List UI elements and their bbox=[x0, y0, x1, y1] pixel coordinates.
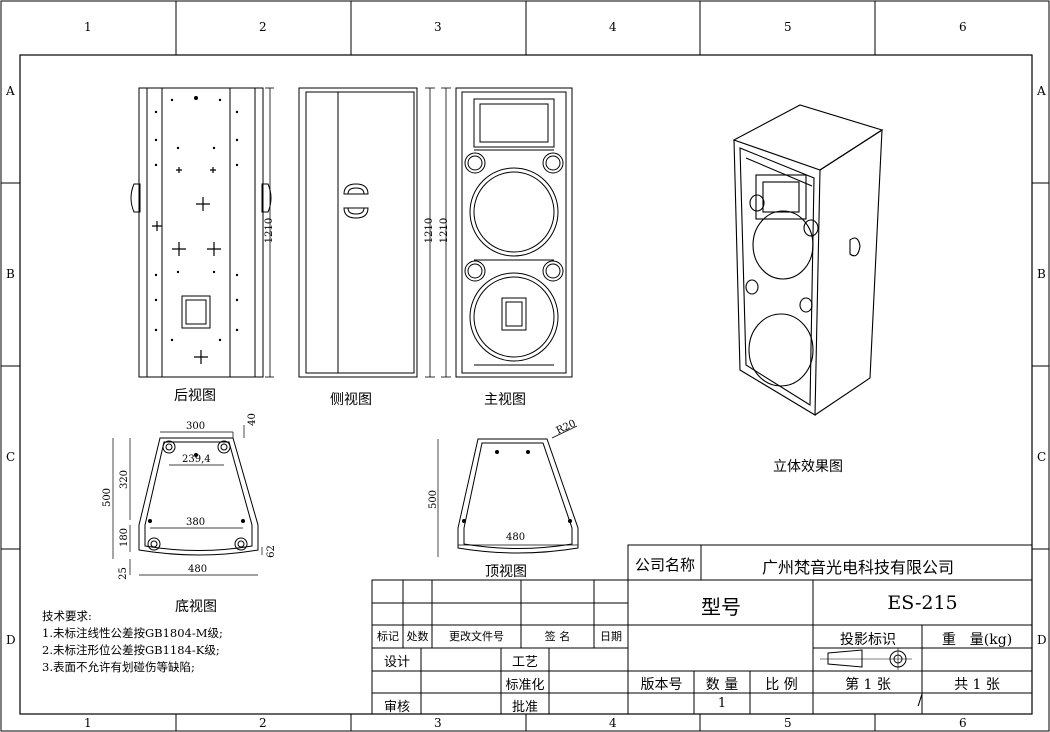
rear-view-title: 后视图 bbox=[174, 388, 216, 404]
bottom-dim-180: 180 bbox=[119, 527, 131, 548]
top-dims bbox=[437, 425, 578, 557]
sheet-number: 第 1 张 bbox=[845, 677, 891, 693]
review-label: 审核 bbox=[383, 700, 410, 715]
quantity-label: 数 量 bbox=[705, 677, 739, 693]
version-label: 版本号 bbox=[640, 677, 683, 693]
zone-row-c: C bbox=[6, 450, 16, 464]
side-view bbox=[298, 87, 435, 378]
bottom-view bbox=[138, 437, 259, 556]
bottom-dim-300: 300 bbox=[186, 421, 206, 432]
bottom-dim-320: 320 bbox=[119, 469, 131, 490]
title-block bbox=[371, 544, 1033, 715]
projection-label: 投影标识 bbox=[840, 632, 896, 648]
front-view bbox=[455, 87, 573, 378]
sheet-total: 共 1 张 bbox=[954, 677, 1000, 693]
approve-label: 批准 bbox=[511, 700, 538, 715]
front-view-title: 主视图 bbox=[484, 392, 526, 408]
technical-notes: 技术要求: 1.未标注线性公差按GB1804-M级; 2.未标注形位公差按GB1… bbox=[42, 608, 223, 676]
quantity-value: 1 bbox=[717, 696, 727, 711]
zone-col-6-bottom: 6 bbox=[959, 716, 967, 730]
bottom-dim-2394: 239,4 bbox=[182, 454, 211, 465]
zone-row-d: D bbox=[6, 633, 16, 647]
company-label: 公司名称 bbox=[634, 556, 695, 574]
process-label: 工艺 bbox=[511, 655, 538, 670]
side-view-title: 侧视图 bbox=[330, 392, 372, 408]
zone-row-d-right: D bbox=[1037, 633, 1047, 647]
zone-row-a: A bbox=[6, 84, 15, 98]
bottom-dim-380: 380 bbox=[186, 517, 206, 528]
note-item: 2.未标注形位公差按GB1184-K级; bbox=[42, 643, 220, 657]
note-item: 1.未标注线性公差按GB1804-M级; bbox=[42, 626, 223, 640]
top-dim-480: 480 bbox=[506, 532, 526, 543]
model-value: ES-215 bbox=[887, 592, 958, 614]
zone-col-6: 6 bbox=[959, 20, 967, 34]
weight-value: / bbox=[917, 693, 923, 709]
top-view-title: 顶视图 bbox=[485, 564, 527, 580]
rev-header-date: 日期 bbox=[600, 630, 622, 643]
zone-row-b-right: B bbox=[1037, 267, 1046, 281]
projection-symbol bbox=[820, 648, 912, 670]
zone-col-5: 5 bbox=[784, 20, 792, 34]
zone-col-1-bottom: 1 bbox=[84, 716, 92, 730]
zone-col-3-bottom: 3 bbox=[434, 716, 442, 730]
zone-row-a-right: A bbox=[1037, 84, 1046, 98]
zone-col-4: 4 bbox=[609, 20, 617, 34]
note-item: 3.表面不允许有划碰伤等缺陷; bbox=[42, 660, 195, 674]
bottom-dim-40: 40 bbox=[246, 413, 258, 426]
company-name: 广州梵音光电科技有限公司 bbox=[761, 558, 954, 577]
zone-col-2: 2 bbox=[259, 20, 267, 34]
weight-label: 重 量(kg) bbox=[941, 632, 1013, 648]
model-label: 型号 bbox=[701, 595, 741, 619]
bottom-dim-480: 480 bbox=[188, 564, 208, 575]
zone-col-5-bottom: 5 bbox=[784, 716, 792, 730]
zone-row-b: B bbox=[6, 267, 15, 281]
top-dim-500: 500 bbox=[428, 489, 440, 510]
bottom-dim-25: 25 bbox=[117, 567, 129, 580]
zone-row-c-right: C bbox=[1037, 450, 1047, 464]
notes-title: 技术要求: bbox=[42, 609, 92, 623]
front-dim bbox=[441, 87, 451, 378]
rev-header-count: 处数 bbox=[406, 630, 429, 643]
design-label: 设计 bbox=[383, 655, 410, 670]
zone-col-1: 1 bbox=[84, 20, 92, 34]
top-view bbox=[457, 438, 579, 554]
rear-view bbox=[130, 87, 274, 378]
bottom-view-title: 底视图 bbox=[175, 599, 217, 615]
front-height-dim: 1210 bbox=[439, 217, 451, 244]
scale-label: 比 例 bbox=[765, 677, 798, 693]
zone-col-3: 3 bbox=[434, 20, 442, 34]
bottom-dim-500: 500 bbox=[102, 487, 114, 508]
rev-header-mark: 标记 bbox=[377, 630, 399, 643]
side-height-dim: 1210 bbox=[424, 217, 436, 244]
bottom-dims bbox=[112, 425, 263, 576]
isometric-view bbox=[732, 104, 884, 416]
zone-col-4-bottom: 4 bbox=[609, 716, 617, 730]
rev-header-doc: 更改文件号 bbox=[449, 630, 504, 643]
isometric-view-title: 立体效果图 bbox=[773, 459, 843, 475]
rev-header-sign: 签 名 bbox=[544, 630, 571, 643]
rear-height-dim: 1210 bbox=[264, 217, 276, 244]
bottom-dim-62: 62 bbox=[265, 545, 277, 558]
rear-bolt-dots bbox=[154, 96, 239, 342]
zone-col-2-bottom: 2 bbox=[259, 716, 267, 730]
standard-label: 标准化 bbox=[505, 678, 545, 693]
